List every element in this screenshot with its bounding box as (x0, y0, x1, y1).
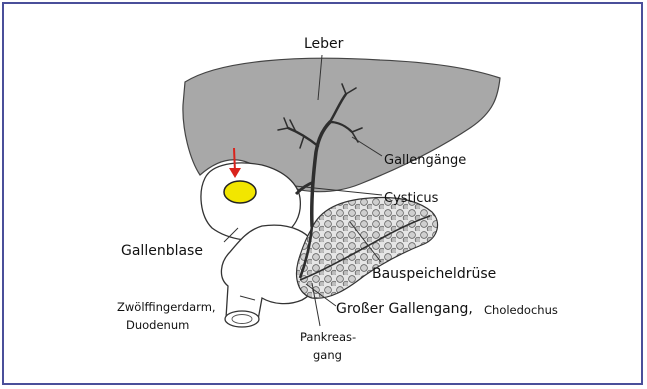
label-pancreatic-duct-line1: Pankreas- (300, 331, 356, 345)
gallstone (224, 181, 256, 203)
pancreas-shape (297, 198, 438, 299)
label-gallbladder: Gallenblase (121, 243, 203, 260)
label-liver: Leber (304, 36, 343, 53)
label-bile-ducts: Gallengänge (384, 153, 466, 169)
duodenum-opening (225, 311, 259, 327)
label-pancreatic-duct-line2: gang (313, 349, 342, 363)
label-cystic-duct: Cysticus (384, 191, 438, 207)
label-common-bile-duct: Großer Gallengang, (336, 301, 473, 318)
label-duodenum-line1: Zwölffingerdarm, (117, 301, 216, 315)
label-choledochus: Choledochus (484, 304, 558, 318)
label-duodenum-line2: Duodenum (126, 319, 189, 333)
label-pancreas: Bauspeicheldrüse (372, 266, 496, 283)
